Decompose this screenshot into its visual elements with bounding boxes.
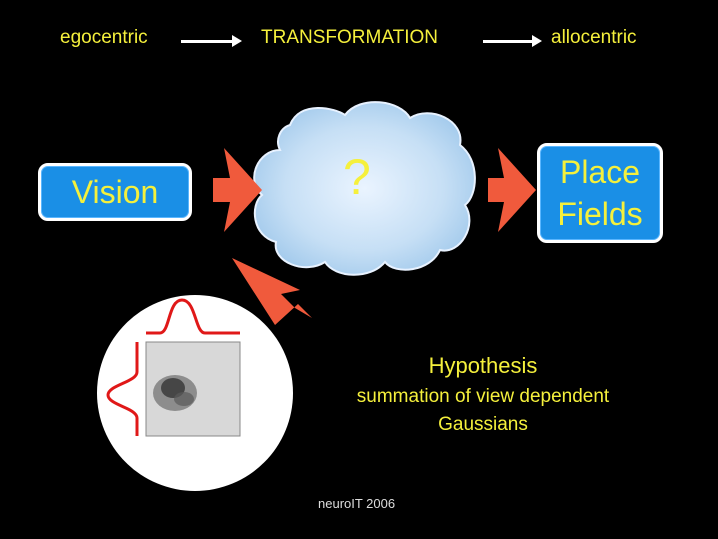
arrow-cloud-to-place-icon (488, 148, 536, 232)
vision-box: Vision (38, 163, 192, 221)
hypothesis-title: Hypothesis (428, 353, 538, 378)
arrow-cloud-to-image-icon (232, 258, 312, 325)
vision-label: Vision (71, 174, 159, 210)
cloud-shape (253, 101, 476, 276)
egocentric-label: egocentric (60, 27, 148, 48)
place-fields-box: Place Fields (537, 143, 663, 243)
allocentric-label: allocentric (551, 27, 637, 48)
place-label: Place (559, 154, 641, 190)
footer-label: neuroIT 2006 (318, 496, 396, 511)
hypothesis-line1: summation of view dependent (356, 386, 610, 407)
arrow-right-icon (483, 35, 542, 47)
left-gaussian-curve (106, 342, 139, 436)
top-gaussian-curve (146, 298, 240, 335)
arrow-vision-to-cloud-icon (213, 148, 262, 232)
hypothesis-line2: Gaussians (438, 414, 528, 435)
question-mark: ? (343, 149, 371, 205)
arrow-right-icon (181, 35, 242, 47)
fields-label: Fields (557, 196, 643, 232)
transformation-label: TRANSFORMATION (261, 27, 438, 48)
